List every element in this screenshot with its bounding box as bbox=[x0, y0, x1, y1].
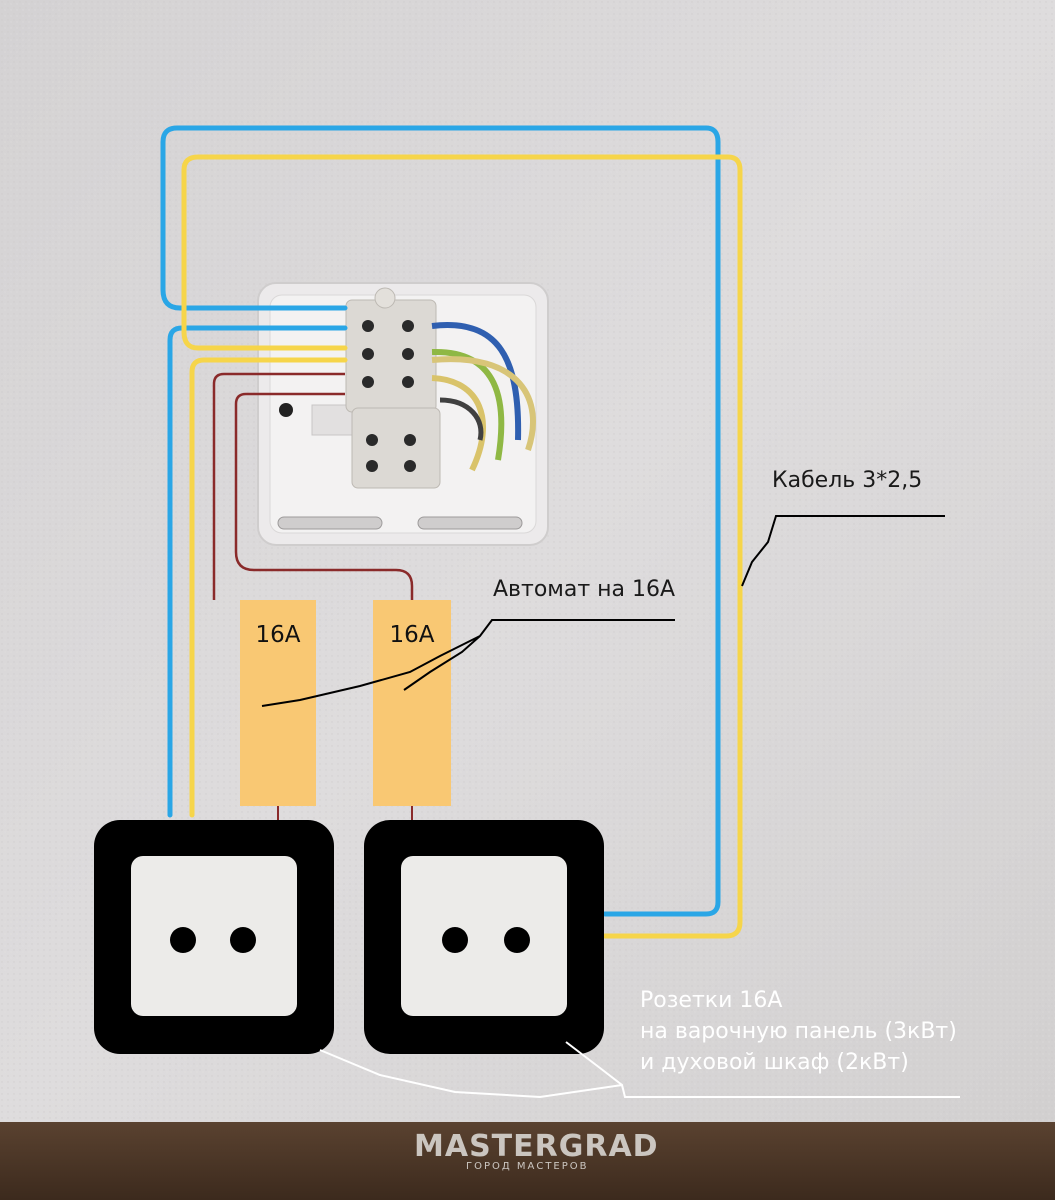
floor-strip bbox=[0, 1122, 1055, 1200]
sockets-leader bbox=[319, 1041, 960, 1099]
sockets-label: Розетки 16А на варочную панель (3кВт) и … bbox=[640, 985, 957, 1078]
power-socket-icon bbox=[364, 820, 604, 1054]
phase-wire-2 bbox=[234, 392, 414, 600]
sockets-label-line-3: и духовой шкаф (2кВт) bbox=[640, 1050, 909, 1075]
phase-wire-1 bbox=[212, 372, 345, 600]
sockets-label-line-1: Розетки 16А bbox=[640, 988, 783, 1013]
earth-wire bbox=[181, 154, 743, 939]
breaker-leader bbox=[261, 619, 675, 707]
power-socket-icon bbox=[94, 820, 334, 1054]
junction-box-icon bbox=[257, 282, 549, 546]
watermark-tagline: ГОРОД МАСТЕРОВ bbox=[466, 1161, 589, 1172]
cable-label: Кабель 3*2,5 bbox=[772, 468, 923, 493]
breaker-1-rating: 16А bbox=[255, 622, 301, 648]
cable-leader bbox=[741, 515, 945, 587]
breaker-2 bbox=[373, 600, 451, 806]
breaker-2-rating: 16А bbox=[389, 622, 435, 648]
watermark-brand: MASTERGRAD bbox=[414, 1129, 659, 1164]
sockets-label-line-2: на варочную панель (3кВт) bbox=[640, 1019, 957, 1044]
breaker-label: Автомат на 16А bbox=[493, 577, 676, 602]
